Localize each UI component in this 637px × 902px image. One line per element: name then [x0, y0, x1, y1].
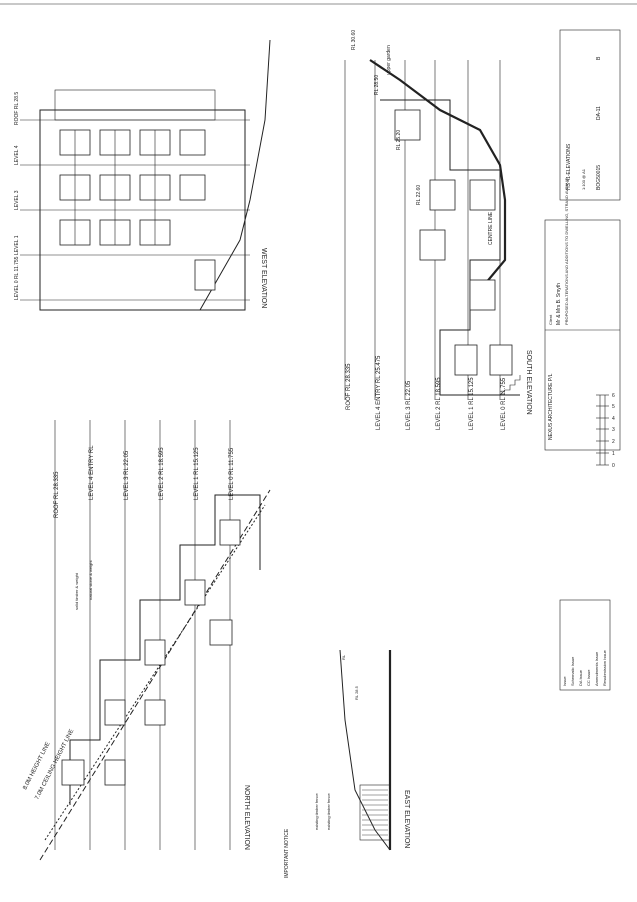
south-elevation-title: SOUTH ELEVATION	[525, 350, 532, 415]
south-level-label: LEVEL 3 RL 22.05	[406, 380, 412, 430]
north-level-label: LEVEL 2 RL 18.595	[159, 447, 165, 500]
south-rl-marker: RL 25.20	[396, 130, 402, 150]
sheet-scale: 1:100 @ A1	[581, 168, 586, 190]
south-elevation: RL 30.60 RL 28.50 RL 25.20 RL 22.60 uppe…	[344, 30, 532, 430]
east-cladding	[362, 789, 388, 836]
east-elevation-title: EAST ELEVATION	[403, 790, 410, 848]
sheet-title: HS 41-ELEVATIONS	[566, 143, 572, 190]
south-level-label: LEVEL 1 RL 15.125	[469, 377, 475, 430]
sheet-number: DA-11	[596, 106, 602, 120]
north-level-label: LEVEL 0 RL 11.755	[229, 447, 235, 500]
revision-letter: B	[596, 56, 602, 60]
title-block-client: Mr & Mrs B. Smyth	[556, 283, 562, 325]
south-marker: CENTRE LINE	[488, 211, 494, 245]
notice-heading: IMPORTANT NOTICE	[284, 828, 290, 878]
south-note: upper garden	[386, 45, 392, 75]
scale-tick: 4	[612, 416, 615, 422]
south-rl-marker: RL 22.60	[416, 185, 422, 205]
scale-tick: 2	[612, 439, 615, 445]
revision-table: Issue Schematic Issue DA Issue CC Issue …	[559, 599, 611, 691]
north-windows	[61, 519, 241, 786]
west-elevation: WEST ELEVATION LEVEL 0 RL 11.755 LEVEL 1…	[14, 39, 271, 311]
east-note: existing timber fence	[326, 793, 331, 830]
revision-row: DA Issue	[578, 669, 583, 686]
scale-tick: 1	[612, 451, 615, 457]
important-notice: IMPORTANT NOTICE	[284, 828, 290, 878]
title-block: NEXUS ARCHITECTURE P/L Client Mr & Mrs B…	[544, 178, 621, 451]
north-elevation-title: NORTH ELEVATION	[243, 785, 250, 850]
drawing-number: BOG50015	[596, 165, 602, 190]
title-block-client-label: Client	[548, 314, 553, 325]
east-elevation: existing timber fence existing timber fe…	[314, 649, 410, 851]
north-elevation: ROOF RL 28.335 LEVEL 4 ENTRY RL LEVEL 3 …	[22, 420, 271, 861]
north-level-label: LEVEL 3 RL 22.05	[124, 450, 130, 500]
north-material-note: natural stone & weight	[88, 560, 93, 600]
west-windows	[59, 129, 216, 291]
scale-tick: 5	[612, 404, 615, 410]
west-level-label: LEVEL 4	[14, 145, 20, 165]
north-material-note: solid timber & weight	[74, 572, 79, 610]
revision-row: Resubmission Issue	[602, 649, 607, 686]
drawing-info-block: HS 41-ELEVATIONS 1:100 @ A1 BOG50015 DA-…	[559, 29, 621, 201]
south-rl-marker: RL 30.60	[351, 30, 357, 50]
west-level-label: ROOF RL 28.5	[14, 92, 20, 125]
west-level-label: LEVEL 0 RL 11.755	[14, 256, 20, 300]
south-level-label: LEVEL 4 ENTRY RL 25.475	[376, 355, 382, 430]
scale-tick: 6	[612, 393, 615, 399]
west-level-label: LEVEL 1	[14, 235, 20, 255]
revision-row: CC Issue	[586, 669, 591, 686]
north-level-label: LEVEL 4 ENTRY RL	[89, 445, 95, 500]
scale-bar: 0 1 2 3 4 5 6	[596, 393, 615, 469]
north-level-label: ROOF RL 28.335	[54, 471, 60, 518]
south-level-label: LEVEL 2 RL 18.595	[436, 377, 442, 430]
south-windows	[394, 109, 513, 376]
south-level-label: LEVEL 0 RL 11.755	[501, 377, 507, 430]
scale-tick: 3	[612, 427, 615, 433]
title-block-firm: NEXUS ARCHITECTURE P/L	[548, 373, 554, 440]
revision-row: Amendments Issue	[594, 651, 599, 686]
west-level-label: LEVEL 3	[14, 190, 20, 210]
south-rl-marker: RL 28.50	[374, 75, 380, 95]
north-level-label: LEVEL 1 RL 15.125	[194, 447, 200, 500]
east-note: existing timber fence	[314, 793, 319, 830]
east-note: RL	[341, 654, 346, 660]
title-block-project: PROPOSED ALTERATIONS AND ADDITIONS TO DW…	[564, 178, 569, 325]
south-level-label: ROOF RL 28.335	[346, 363, 352, 410]
east-note: RL 28.5	[354, 685, 359, 700]
west-elevation-title: WEST ELEVATION	[260, 248, 267, 308]
revision-row: Schematic Issue	[570, 656, 575, 686]
revision-header: Issue	[562, 676, 567, 686]
scale-tick: 0	[612, 463, 615, 469]
